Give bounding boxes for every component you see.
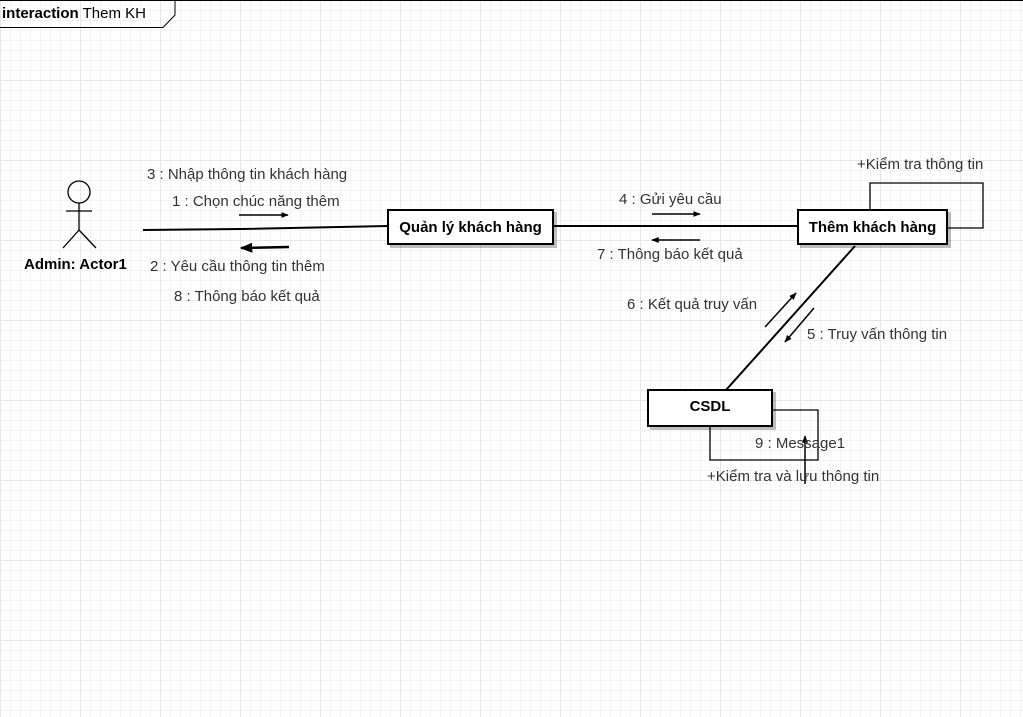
frame-keyword: interaction [2,5,79,22]
self-link-them[interactable] [869,182,984,229]
frame-label: interaction Them KH [0,0,146,27]
message-label-7: 7 : Thông báo kết quả [597,246,743,263]
object-them-khach-hang[interactable]: Thêm khách hàng [797,209,948,245]
message-label-2: 2 : Yêu cầu thông tin thêm [150,258,325,275]
message-label-5: 5 : Truy vấn thông tin [807,326,948,343]
self-link-label-them: +Kiểm tra thông tin [857,156,984,173]
actor-figure[interactable] [62,180,97,249]
message-label-6: 6 : Kết quả truy vấn [627,296,758,313]
link-actor-quanly[interactable] [142,225,389,231]
message-label-1: 1 : Chọn chúc năng thêm [172,193,340,210]
self-link-label-csdl: +Kiểm tra và lưu thông tin [707,468,880,485]
self-link-csdl[interactable] [709,409,819,461]
object-quan-ly-khach-hang[interactable]: Quản lý khách hàng [387,209,554,245]
message-label-9: 9 : Message1 [755,435,846,452]
object-csdl[interactable]: CSDL [647,389,773,427]
message-label-8: 8 : Thông báo kết quả [174,288,320,305]
actor-name: Admin: Actor1 [24,256,127,273]
arrow-m2 [239,242,290,253]
frame-name: Them KH [82,5,146,22]
message-label-3: 3 : Nhập thông tin khách hàng [147,166,348,183]
link-them-csdl[interactable] [725,245,856,391]
message-label-4: 4 : Gửi yêu cầu [619,191,722,208]
frame-tab [0,0,176,28]
arrow-m5 [784,307,815,343]
arrow-m6 [764,292,797,328]
